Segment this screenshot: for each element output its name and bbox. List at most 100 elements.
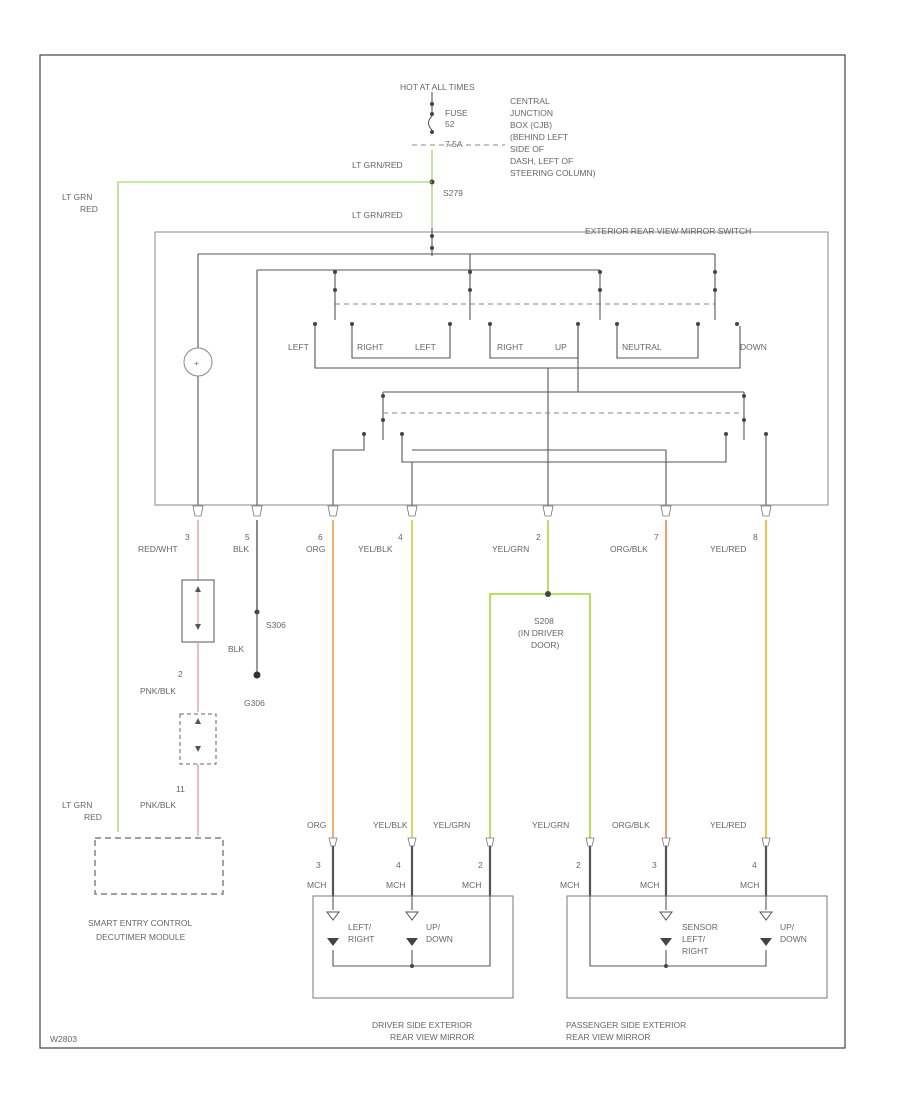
contact-node <box>400 432 404 436</box>
passenger-motor2-label-1: DOWN <box>780 934 807 944</box>
mirror-pin-number: 4 <box>396 860 401 870</box>
pin-color: ORG/BLK <box>610 544 648 554</box>
mirror-wire-labels: ORG YEL/BLK YEL/GRN YEL/GRN ORG/BLK YEL/… <box>307 820 759 890</box>
cjb-line-1: JUNCTION <box>510 108 553 118</box>
mirror-wire-color: ORG/BLK <box>612 820 650 830</box>
fuse <box>428 112 434 134</box>
fuse-label-0: FUSE <box>445 108 468 118</box>
fuse-terminal-bottom <box>430 130 434 134</box>
ground-point-icon <box>253 671 261 679</box>
driver-motor2-label-1: DOWN <box>426 934 453 944</box>
pin-color: ORG <box>306 544 325 554</box>
inline-pin-bottom-label: 11 <box>176 784 185 794</box>
contact-node <box>333 288 337 292</box>
connector-terminal-icon <box>761 837 771 847</box>
switch-label-down: DOWN <box>740 342 767 352</box>
switch-org-internal <box>332 436 365 505</box>
s208-label-0: S208 <box>534 616 554 626</box>
passenger-mirror-node <box>664 964 668 968</box>
contact-node <box>350 322 354 326</box>
switch-label-right-2: RIGHT <box>497 342 523 352</box>
feed-node <box>430 102 434 106</box>
fuse-terminal-top <box>430 112 434 116</box>
lower-switch-contacts <box>362 394 768 436</box>
switch-label-right: RIGHT <box>357 342 383 352</box>
cjb-line-2: BOX (CJB) <box>510 120 552 130</box>
switch-feed-node-2 <box>430 246 434 250</box>
driver-motor-left-right-icon <box>326 911 340 946</box>
mirror-wire-color: YEL/GRN <box>433 820 470 830</box>
illumination-lamp-icon <box>183 347 213 377</box>
mirror-wire-color: YEL/RED <box>710 820 746 830</box>
mirror-conn-label: MCH <box>386 880 405 890</box>
mirror-wire-color: YEL/GRN <box>532 820 569 830</box>
driver-motor-up-down-icon <box>405 911 419 946</box>
smart-entry-module-box <box>94 837 224 895</box>
splice-s306-label: S306 <box>266 620 286 630</box>
mirror-conn-label: MCH <box>640 880 659 890</box>
contact-node <box>488 322 492 326</box>
upper-switch-contacts <box>313 270 739 326</box>
module-wire-label-0: LT GRN <box>62 800 92 810</box>
pin-color: BLK <box>233 544 249 554</box>
connector-terminal-icon <box>660 505 672 517</box>
switch-label-neutral: NEUTRAL <box>622 342 662 352</box>
contact-node <box>468 288 472 292</box>
passenger-motor1-label-1: LEFT/ <box>682 934 706 944</box>
pin-number: 4 <box>398 532 403 542</box>
driver-mirror-node <box>410 964 414 968</box>
mirror-pin-number: 3 <box>316 860 321 870</box>
contact-node <box>381 418 385 422</box>
pin-number: 5 <box>245 532 250 542</box>
mirror-connector-pins <box>328 837 771 896</box>
passenger-mirror-title-0: PASSENGER SIDE EXTERIOR <box>566 1020 686 1030</box>
splice-s279-label: S279 <box>443 188 463 198</box>
mirror-conn-label: MCH <box>307 880 326 890</box>
switch-link-1 <box>351 326 451 359</box>
contact-node <box>333 270 337 274</box>
passenger-mirror-title-1: REAR VIEW MIRROR <box>566 1032 651 1042</box>
fuse-label-2: 7.5A <box>445 139 463 149</box>
cjb-line-0: CENTRAL <box>510 96 550 106</box>
connector-terminal-icon <box>251 505 263 517</box>
switch-org-blk-internal <box>412 449 667 505</box>
pin-color: RED/WHT <box>138 544 178 554</box>
passenger-motor1-label-0: SENSOR <box>682 922 718 932</box>
driver-motor2-label-0: UP/ <box>426 922 441 932</box>
driver-motor1-label-1: RIGHT <box>348 934 374 944</box>
lower-gang-bus <box>382 326 745 440</box>
module-wire-label-1: RED <box>84 812 102 822</box>
pin-number: 8 <box>753 532 758 542</box>
contact-node <box>313 322 317 326</box>
mirror-pin-number: 2 <box>478 860 483 870</box>
switch-connector-pins <box>192 505 772 517</box>
cjb-line-6: STEERING COLUMN) <box>510 168 596 178</box>
inline-connector-2 <box>179 713 217 765</box>
contact-node <box>735 322 739 326</box>
upper-gang-bus <box>256 269 600 505</box>
diagram-code: W2803 <box>50 1034 77 1044</box>
mirror-switch-box <box>154 231 829 506</box>
mirror-conn-label: MCH <box>560 880 579 890</box>
connector-terminal-icon <box>585 837 595 847</box>
driver-mirror-title-1: REAR VIEW MIRROR <box>390 1032 475 1042</box>
s208-label-2: DOOR) <box>531 640 560 650</box>
mirror-pin-number: 2 <box>576 860 581 870</box>
yel-grn-door-splice-wire <box>489 593 591 838</box>
switch-top-bus <box>198 252 715 255</box>
diagram-frame <box>39 54 846 1049</box>
pin-number: 2 <box>536 532 541 542</box>
switch-label-left-2: LEFT <box>415 342 436 352</box>
contact-node <box>742 418 746 422</box>
ground-wire-label: BLK <box>228 644 244 654</box>
switch-link-3 <box>616 326 699 359</box>
pin-number: 6 <box>318 532 323 542</box>
wire-label-lt-grn-red-1: LT GRN/RED <box>352 160 403 170</box>
passenger-motor2-label-0: UP/ <box>780 922 795 932</box>
passenger-motor1-label-2: RIGHT <box>682 946 708 956</box>
switch-position-labels: LEFT RIGHT LEFT RIGHT UP NEUTRAL DOWN <box>288 342 767 352</box>
pin-color: YEL/RED <box>710 544 746 554</box>
illumination-lamp-symbol: + <box>194 358 199 368</box>
mirror-wire-color: YEL/BLK <box>373 820 408 830</box>
